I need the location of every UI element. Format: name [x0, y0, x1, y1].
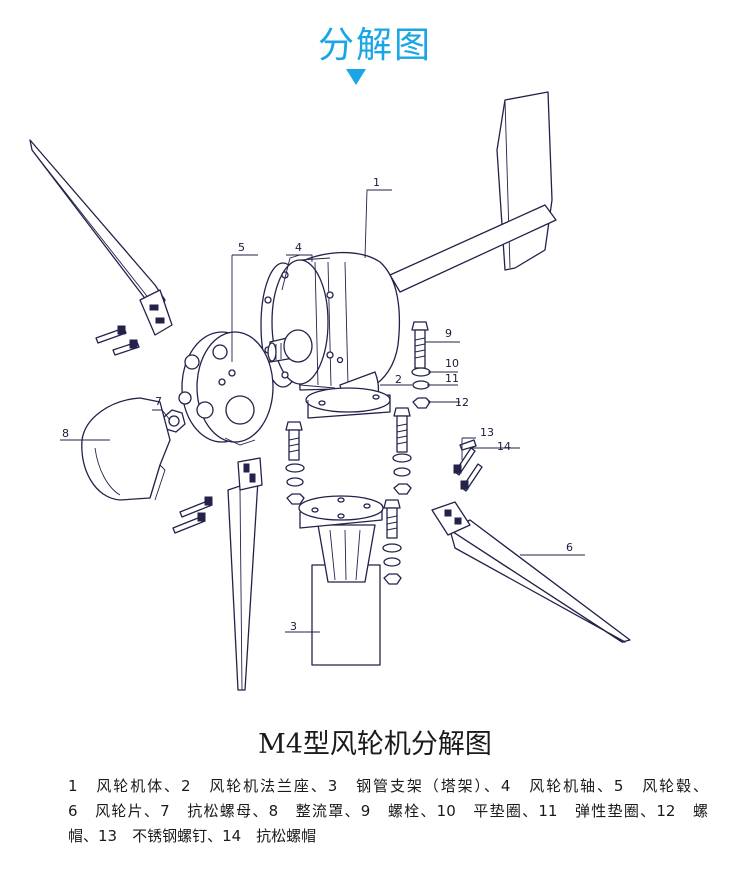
leader-lines [60, 189, 585, 633]
callout-6: 6 [566, 541, 573, 554]
callout-5: 5 [238, 241, 245, 254]
bolt-set-lower [382, 499, 402, 585]
callout-3: 3 [290, 620, 297, 633]
callout-4: 4 [295, 241, 302, 254]
callout-8: 8 [62, 427, 69, 440]
callout-7: 7 [155, 395, 162, 408]
tail-vane [389, 91, 557, 293]
callout-12: 12 [455, 396, 469, 409]
callout-13: 13 [480, 426, 494, 439]
lock-nut [162, 409, 186, 433]
generator-body [260, 251, 401, 419]
screws-upper-left [95, 325, 140, 356]
diagram-title: M4型风轮机分解图 [258, 729, 492, 760]
header-title: 分解图 [317, 25, 432, 66]
legend-line: 帽、13 不锈钢螺钉、14 抗松螺帽 [68, 827, 317, 845]
blade-bottom [227, 457, 263, 691]
bolt-set-middle [392, 407, 412, 495]
callout-14: 14 [497, 440, 511, 453]
exploded-diagram: 1 2 3 4 5 6 7 8 9 10 11 12 13 14 [29, 91, 631, 691]
screws-lower-left [172, 496, 213, 534]
blade-upper-left [29, 139, 173, 336]
down-arrow-icon [346, 69, 366, 85]
callout-2: 2 [395, 373, 402, 386]
nose-cone [81, 397, 171, 501]
callout-9: 9 [445, 327, 452, 340]
callout-1: 1 [373, 176, 380, 189]
tower [298, 495, 384, 666]
hub [178, 331, 274, 446]
callout-11: 11 [445, 372, 459, 385]
bolt-set-upper-right [411, 321, 431, 409]
legend-line: 1 风轮机体、2 风轮机法兰座、3 钢管支架（塔架）、4 风轮机轴、5 风轮毂、 [68, 777, 708, 795]
legend-line: 6 风轮片、7 抗松螺母、8 整流罩、9 螺栓、10 平垫圈、11 弹性垫圈、1… [68, 802, 708, 820]
blade-right [431, 501, 631, 643]
screws-right [453, 439, 483, 492]
parts-legend: 1 风轮机体、2 风轮机法兰座、3 钢管支架（塔架）、4 风轮机轴、5 风轮毂、… [68, 774, 708, 849]
callout-labels: 1 2 3 4 5 6 7 8 9 10 11 12 13 14 [62, 176, 573, 633]
bolt-set-left [285, 421, 305, 505]
callout-10: 10 [445, 357, 459, 370]
